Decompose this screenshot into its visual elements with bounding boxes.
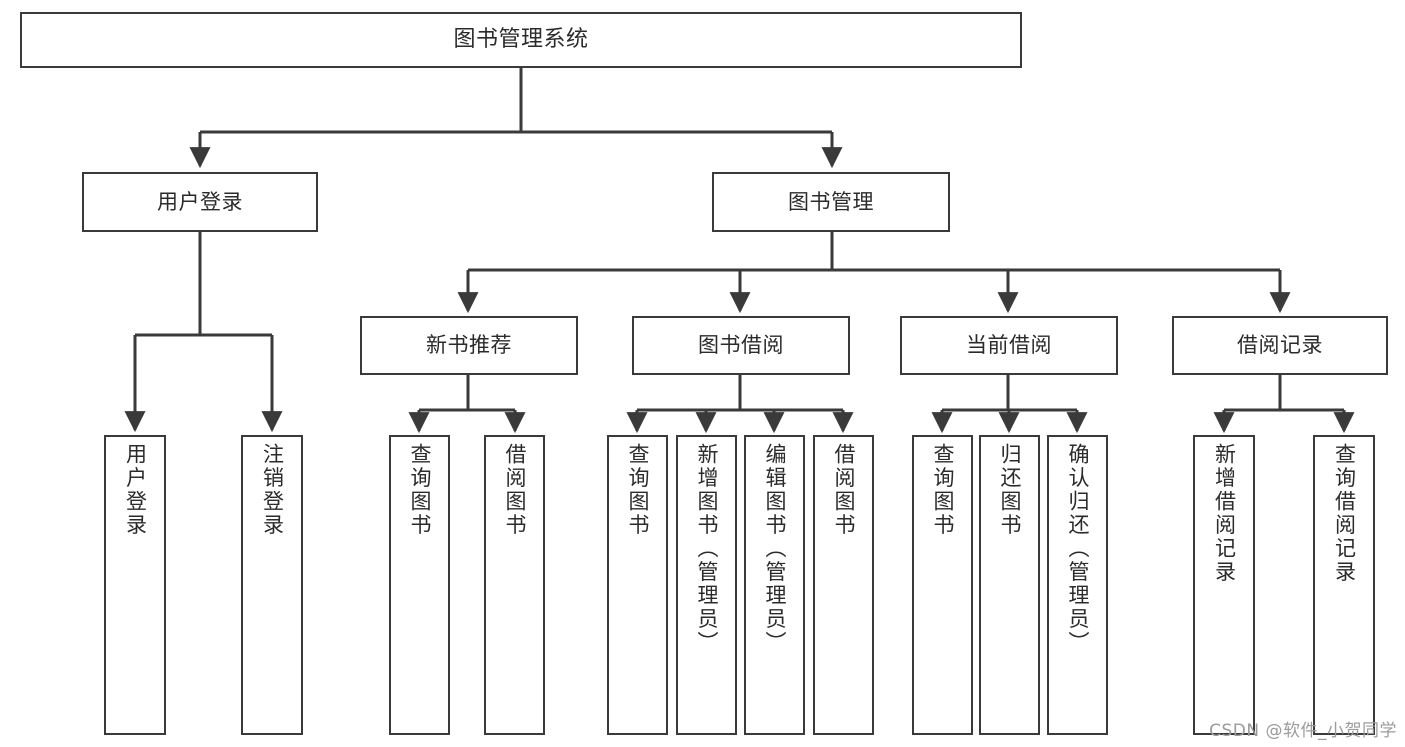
leaf-logout-login[interactable]: 注销登录 [241,435,303,735]
node-borrow-record[interactable]: 借阅记录 [1172,316,1388,375]
leaf-borrow-add-book-label: 新增图书（管理员） [695,443,719,655]
node-book-borrow-label: 图书借阅 [698,333,784,358]
watermark-text: CSDN @软件_小贺同学 [1209,721,1397,741]
leaf-current-confirm-return[interactable]: 确认归还（管理员） [1047,435,1108,735]
leaf-newbook-query-book[interactable]: 查询图书 [389,435,450,735]
leaf-borrow-query-book[interactable]: 查询图书 [607,435,668,735]
node-current-borrow[interactable]: 当前借阅 [900,316,1118,375]
leaf-current-return-book[interactable]: 归还图书 [979,435,1040,735]
leaf-record-add-record[interactable]: 新增借阅记录 [1193,435,1255,735]
leaf-newbook-borrow-book[interactable]: 借阅图书 [484,435,545,735]
leaf-record-query-record[interactable]: 查询借阅记录 [1313,435,1375,735]
leaf-current-return-book-label: 归还图书 [998,443,1022,537]
node-book-management-label: 图书管理 [788,189,874,214]
leaf-record-add-record-label: 新增借阅记录 [1212,443,1237,584]
leaf-borrow-edit-book-label: 编辑图书（管理员） [763,443,787,655]
node-book-borrow[interactable]: 图书借阅 [632,316,850,375]
leaf-record-query-record-label: 查询借阅记录 [1332,443,1357,584]
leaf-logout-login-label: 注销登录 [260,443,285,537]
leaf-current-query-book[interactable]: 查询图书 [912,435,973,735]
node-book-management[interactable]: 图书管理 [712,172,950,232]
leaf-newbook-borrow-book-label: 借阅图书 [503,443,527,537]
leaf-current-query-book-label: 查询图书 [931,443,955,537]
node-root[interactable]: 图书管理系统 [20,12,1022,68]
node-new-book-recommend-label: 新书推荐 [426,333,512,358]
leaf-user-login[interactable]: 用户登录 [104,435,166,735]
leaf-borrow-add-book[interactable]: 新增图书（管理员） [676,435,737,735]
leaf-newbook-query-book-label: 查询图书 [408,443,432,537]
node-new-book-recommend[interactable]: 新书推荐 [360,316,578,375]
leaf-current-confirm-return-label: 确认归还（管理员） [1066,443,1090,655]
node-current-borrow-label: 当前借阅 [966,333,1052,358]
node-borrow-record-label: 借阅记录 [1237,333,1323,358]
node-root-label: 图书管理系统 [453,27,589,53]
leaf-borrow-borrow-book[interactable]: 借阅图书 [813,435,874,735]
node-user-login[interactable]: 用户登录 [82,172,318,232]
node-user-login-label: 用户登录 [157,189,243,214]
leaf-borrow-borrow-book-label: 借阅图书 [832,443,856,537]
leaf-borrow-edit-book[interactable]: 编辑图书（管理员） [744,435,805,735]
leaf-borrow-query-book-label: 查询图书 [626,443,650,537]
leaf-user-login-label: 用户登录 [123,443,148,537]
